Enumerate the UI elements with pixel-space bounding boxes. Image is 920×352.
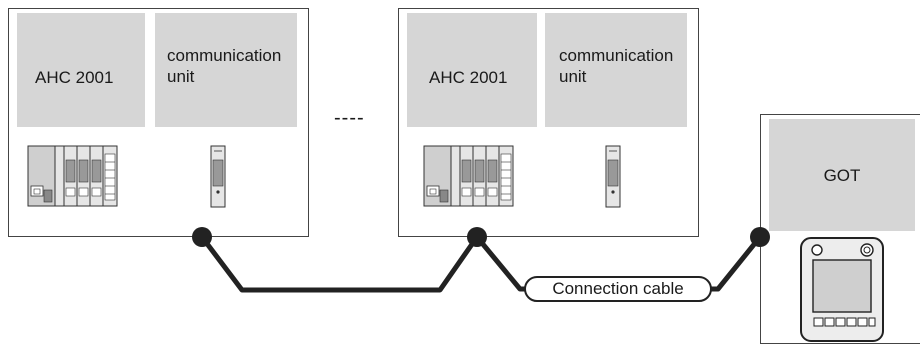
communication-unit-label: communication unit [167,46,282,86]
connection-node [467,227,487,247]
cpu-box [407,13,537,127]
got-box [769,119,915,231]
cpu-box [17,13,145,127]
cpu-label: AHC 2001 [35,68,114,87]
ellipsis: ---- [334,107,365,129]
connection-cable [200,235,480,293]
got-label: GOT [823,166,861,185]
communication-unit-label: communication unit [559,46,674,86]
connection-node [192,227,212,247]
communication-unit-box [545,13,687,127]
got-touch-panel-icon [800,237,884,342]
connection-cable-label: Connection cable [524,276,712,302]
plc-rack-icon [423,145,514,207]
got-station: GOT [760,114,920,344]
connection-node [750,227,770,247]
plc-rack-icon [27,145,118,207]
cpu-label: AHC 2001 [429,68,508,87]
communication-module-icon [605,145,621,208]
communication-module-icon [210,145,226,208]
communication-unit-box [155,13,297,127]
